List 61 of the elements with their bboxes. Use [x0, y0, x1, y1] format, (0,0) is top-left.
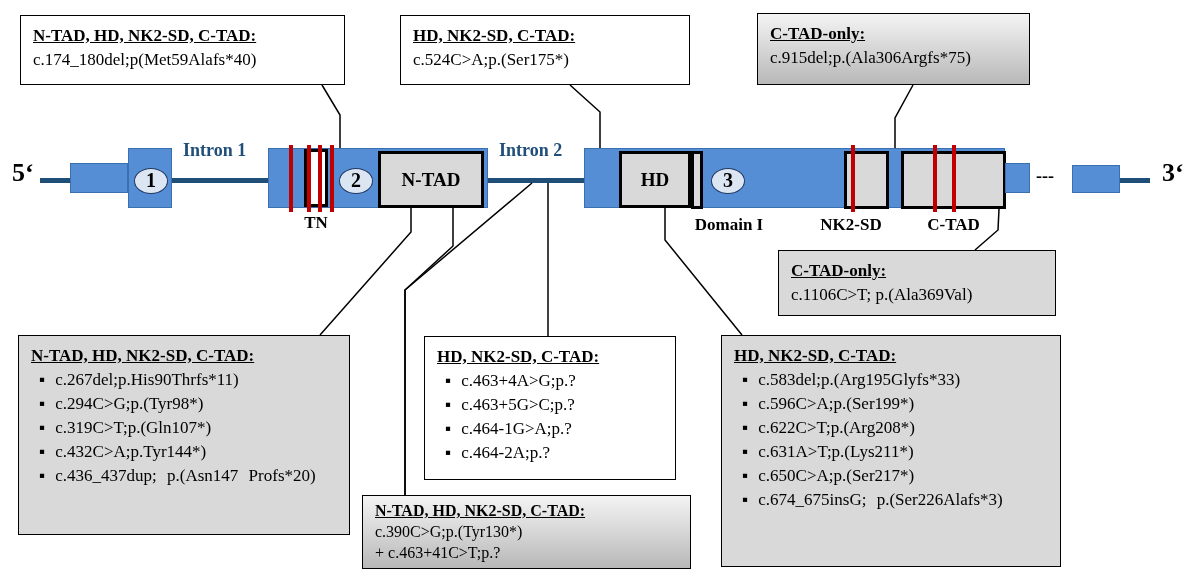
variant-text: c.1106C>T; p.(Ala369Val): [791, 284, 974, 306]
exon-number: 2: [339, 168, 373, 194]
leader-line: [547, 182, 549, 337]
callout-box: [757, 13, 1030, 85]
domain-label: C-TAD: [926, 215, 981, 235]
variant-item: ▪ c.463+4A>G;p.?: [445, 370, 577, 392]
variant-item: ▪ c.436_437dup; p.(Asn147 Profs*20): [39, 465, 317, 487]
variant-text: c.390C>G;p.(Tyr130*): [375, 522, 524, 542]
intron-label: Intron 1: [183, 140, 247, 161]
leader-line: [974, 208, 1000, 251]
exon-bar: [1072, 165, 1120, 193]
callout-box: [721, 335, 1061, 567]
exon-number: 1: [134, 168, 168, 194]
variant-item: ▪ c.650C>A;p.(Ser217*): [742, 465, 916, 487]
end-label: 5‘: [12, 158, 34, 188]
callout-box: [362, 495, 691, 569]
variant-item: ▪ c.267del;p.His90Thrfs*11): [39, 369, 240, 391]
leader-line: [319, 207, 412, 336]
callout-heading: N-TAD, HD, NK2-SD, C-TAD:: [33, 25, 258, 47]
leader-line: [664, 207, 743, 336]
callout-heading: C-TAD-only:: [791, 260, 888, 282]
leader-line: [569, 84, 601, 149]
callout-heading: HD, NK2-SD, C-TAD:: [437, 346, 601, 368]
variant-item: ▪ c.463+5G>C;p.?: [445, 394, 576, 416]
exon-number: 3: [711, 168, 745, 194]
domain-box: N-TAD: [378, 151, 484, 208]
intron-label: Intron 2: [499, 140, 563, 161]
callout-heading: C-TAD-only:: [770, 23, 867, 45]
end-label: 3‘: [1162, 158, 1184, 188]
variant-item: ▪ c.596C>A;p.(Ser199*): [742, 393, 916, 415]
callout-heading: HD, NK2-SD, C-TAD:: [734, 345, 898, 367]
variant-item: ▪ c.464-1G>A;p.?: [445, 418, 573, 440]
domain-label: TN: [303, 213, 329, 233]
variant-text: c.524C>A;p.(Ser175*): [413, 49, 570, 71]
variant-item: ▪ c.674_675insG; p.(Ser226Alafs*3): [742, 489, 1004, 511]
variant-text: c.174_180del;p(Met59Alafs*40): [33, 49, 258, 71]
leader-line: [404, 182, 533, 496]
exon-bar: [128, 148, 172, 208]
domain-label: NK2-SD: [819, 215, 883, 235]
callout-heading: N-TAD, HD, NK2-SD, C-TAD:: [375, 501, 587, 521]
callout-box: [20, 15, 345, 85]
variant-item: ▪ c.294C>G;p.(Tyr98*): [39, 393, 205, 415]
variant-text: c.915del;p.(Ala306Argfs*75): [770, 47, 972, 69]
leader-line: [321, 84, 341, 149]
variant-item: ▪ c.631A>T;p.(Lys211*): [742, 441, 915, 463]
variant-item: ▪ c.464-2A;p.?: [445, 442, 552, 464]
domain-box: HD: [619, 151, 691, 208]
callout-heading: N-TAD, HD, NK2-SD, C-TAD:: [31, 345, 256, 367]
callout-box: [778, 250, 1056, 316]
domain-label: Domain I: [693, 215, 765, 235]
callout-box: [424, 336, 676, 480]
leader-line: [894, 84, 914, 149]
variant-item: ▪ c.432C>A;p.Tyr144*): [39, 441, 208, 463]
callout-heading: HD, NK2-SD, C-TAD:: [413, 25, 577, 47]
callout-box: [18, 335, 350, 535]
variant-item: ▪ c.583del;p.(Arg195Glyfs*33): [742, 369, 962, 391]
variant-item: ▪ c.622C>T;p.(Arg208*): [742, 417, 916, 439]
variant-item: ▪ c.319C>T;p.(Gln107*): [39, 417, 213, 439]
callout-box: [400, 15, 690, 85]
gap-mark: ---: [1036, 166, 1054, 187]
variant-text: + c.463+41C>T;p.?: [375, 543, 502, 563]
